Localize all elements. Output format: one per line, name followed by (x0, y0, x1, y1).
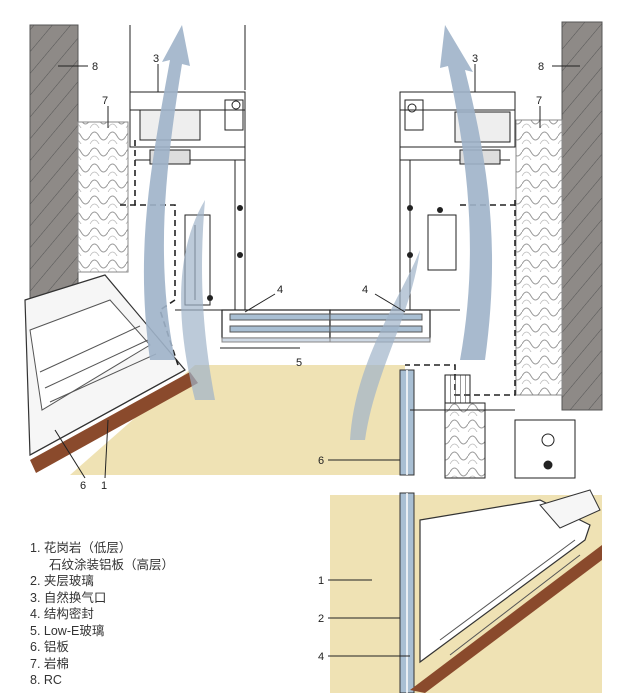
material-legend: 1. 花岗岩（低层） 石纹涂装铝板（高层） 2. 夹层玻璃 3. 自然换气口 4… (30, 540, 280, 689)
legend-item: 4. 结构密封 (30, 607, 94, 621)
airflow-arrow-right (440, 25, 493, 360)
callout-right-2: 2 (318, 613, 324, 625)
legend-item: 6. 铝板 (30, 640, 69, 654)
callout-right-8: 8 (538, 61, 544, 73)
laminated-glass-right (399, 369, 415, 693)
sloped-panel-left (24, 274, 198, 473)
callout-left-1: 1 (101, 480, 107, 492)
aluminum-panel-right (410, 374, 576, 479)
frame-top-left (129, 91, 246, 165)
legend-item: 石纹涂装铝板（高层） (49, 557, 175, 572)
callout-left-6: 6 (80, 480, 86, 492)
callout-right-3: 3 (472, 53, 478, 65)
sloped-panel-right (410, 489, 602, 693)
callout-left-3: 3 (153, 53, 159, 65)
low-e-glass-left (221, 309, 331, 343)
callout-right-6: 6 (318, 455, 324, 467)
callout-right-4-top: 4 (362, 284, 368, 296)
callout-left-4: 4 (277, 284, 283, 296)
legend-item: 1. 花岗岩（低层） (30, 541, 132, 555)
rc-wall-right (561, 21, 603, 411)
left-detail: 8 7 3 4 5 6 1 (24, 24, 331, 492)
callout-right-7: 7 (536, 95, 542, 107)
callout-right-1: 1 (318, 575, 324, 587)
legend-item: 7. 岩棉 (30, 656, 69, 671)
rock-wool-left (77, 121, 129, 273)
rc-wall-left (29, 24, 79, 316)
callout-left-8: 8 (92, 61, 98, 73)
right-detail: 8 7 3 4 6 1 2 4 (318, 21, 603, 693)
callout-left-7: 7 (102, 95, 108, 107)
callout-left-5: 5 (296, 357, 302, 369)
frame-top-right (399, 91, 516, 311)
rock-wool-right (515, 119, 563, 396)
ceiling-panel-left (70, 365, 330, 475)
legend-item: 2. 夹层玻璃 (30, 574, 94, 588)
legend-item: 5. Low-E玻璃 (30, 623, 105, 638)
callout-right-4-bottom: 4 (318, 651, 324, 663)
legend-item: 3. 自然换气口 (30, 590, 107, 605)
legend-item: 8. RC (30, 673, 62, 687)
airflow-arrow-left (143, 25, 190, 360)
